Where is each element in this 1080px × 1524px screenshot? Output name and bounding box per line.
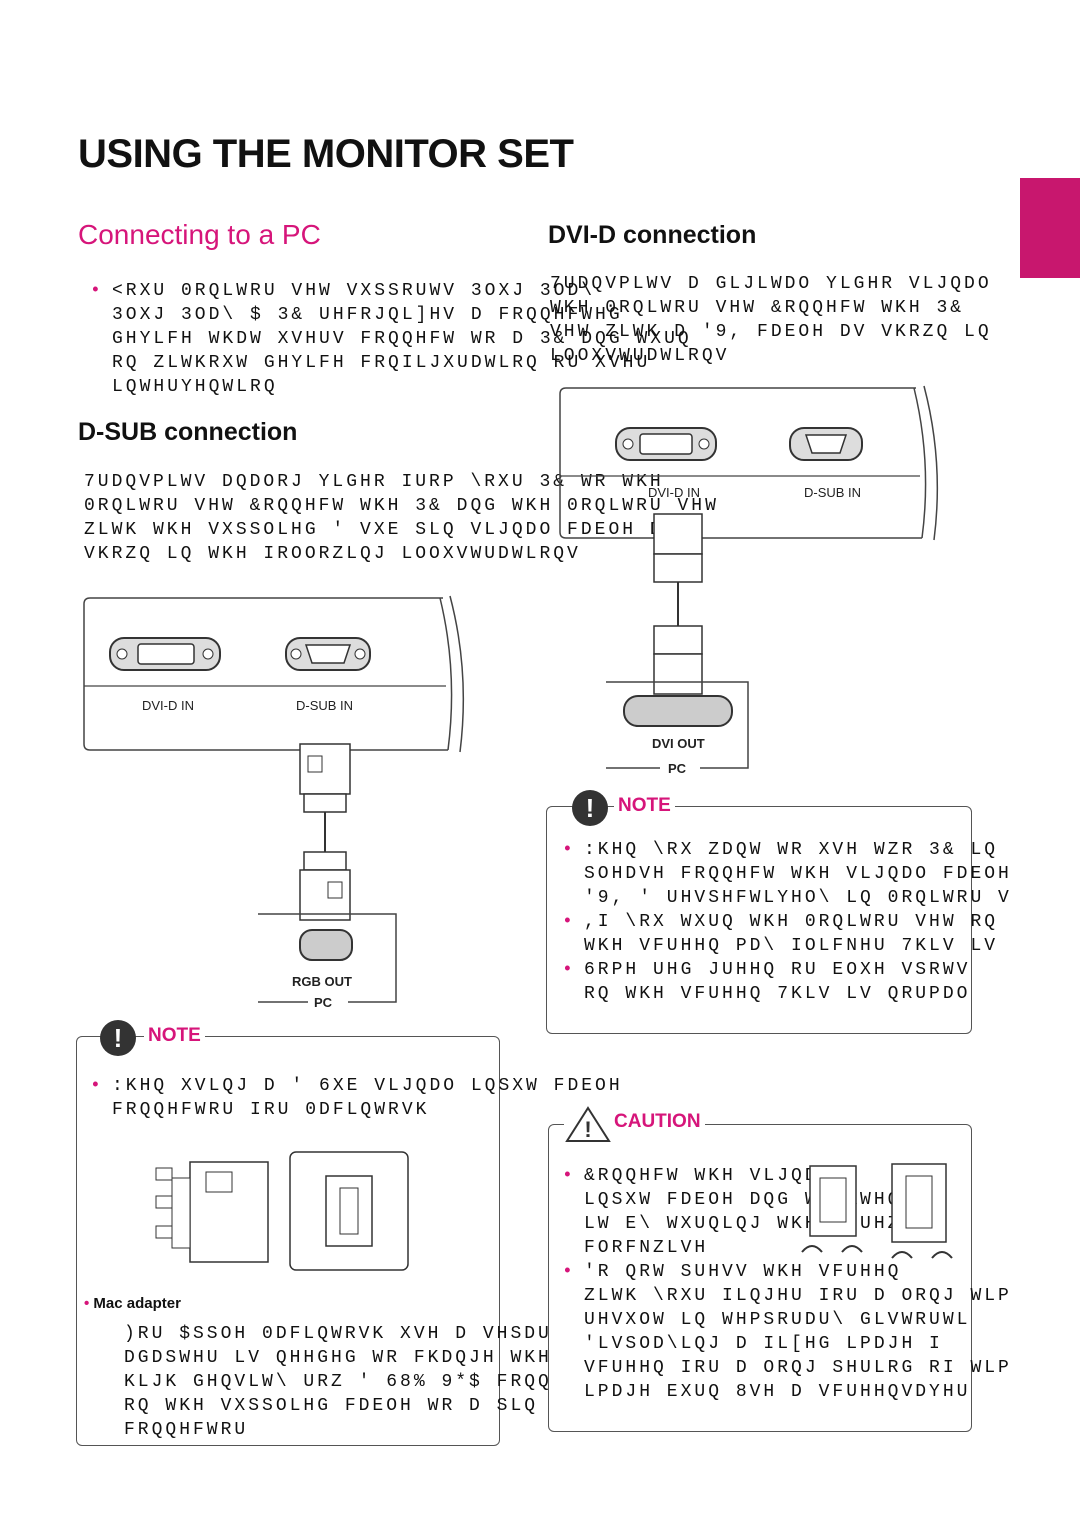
dvid-diagram-dvi-label: DVI-D IN <box>648 485 700 500</box>
caution-1-line-4: FORFNZLVH <box>584 1238 709 1258</box>
intro-line-1: <RXU 0RQLWRU VHW VXSSRUWV 3OXJ 3OD\ <box>90 279 692 303</box>
note-exclamation-icon: ! <box>100 1020 136 1056</box>
dvid-dsub-port <box>789 427 863 461</box>
screw-tighten-illustration <box>801 1163 953 1259</box>
dvid-note-2-line-2: WKH VFUHHQ PD\ IOLFNHU 7KLV LV <box>584 936 999 956</box>
mac-text-line-1: )RU $SSOH 0DFLQWRVK XVH D VHSDUDWH SOXJ <box>124 1324 663 1344</box>
dvid-note-2-line-1: ,I \RX WXUQ WKH 0RQLWRU VHW RQ <box>562 910 1012 934</box>
caution-2-line-5: VFUHHQ IRU D ORQJ SHULRG RI WLP <box>584 1358 1012 1378</box>
dsub-diagram-pc-label: PC <box>314 995 333 1010</box>
dvid-diagram <box>559 385 939 769</box>
dvid-note-3-line-2: RQ WKH VFUHHQ 7KLV LV QRUPDO <box>584 984 971 1004</box>
dvid-text: 7UDQVPLWV D GLJLWDO YLGHR VLJQDO WKH 0RQ… <box>550 272 992 368</box>
caution-2-line-2: ZLWK \RXU ILQJHU IRU D ORQJ WLP <box>584 1286 1012 1306</box>
dsub-text-line-2: 0RQLWRU VHW &RQQHFW WKH 3& DQG WKH 0RQLW… <box>84 496 719 516</box>
mac-adapter-title: • Mac adapter <box>84 1295 181 1312</box>
intro-bullet: <RXU 0RQLWRU VHW VXSSRUWV 3OXJ 3OD\ 3OXJ… <box>90 279 692 399</box>
dvid-text-line-4: LOOXVWUDWLRQV <box>550 346 730 366</box>
caution-2-line-6: LPDJH EXUQ 8VH D VFUHHQVDYHU <box>584 1382 971 1402</box>
dvid-heading: DVI-D connection <box>548 221 757 249</box>
dvid-text-line-3: VHW ZLWK D '9, FDEOH DV VKRZQ LQ <box>550 322 992 342</box>
mac-text-line-5: FRQQHFWRU <box>124 1420 249 1440</box>
dsub-note-line-2: FRQQHFWRU IRU 0DFLQWRVK <box>112 1100 430 1120</box>
mac-adapter-illustration <box>155 1151 409 1271</box>
mac-text-line-3: KLJK GHQVLW\ URZ ' 68% 9*$ FRQQHFWRU <box>124 1372 621 1392</box>
dvid-diagram-dsub-label: D-SUB IN <box>804 485 862 500</box>
caution-2-line-1: 'R QRW SUHVV WKH VFUHHQ <box>562 1260 1012 1284</box>
dsub-diagram-dvi-label: DVI-D IN <box>142 698 194 713</box>
intro-line-5: LQWHUYHQWLRQ <box>112 377 278 397</box>
dsub-port <box>285 637 371 671</box>
dsub-text-line-3: ZLWK WKH VXSSOLHG ' VXE SLQ VLJQDO FDEOH… <box>84 520 678 540</box>
page-title: USING THE MONITOR SET <box>78 132 574 176</box>
dvid-diagram-pc-port: DVI OUT <box>652 736 705 751</box>
dsub-diagram-dsub-label: D-SUB IN <box>296 698 354 713</box>
dsub-text: 7UDQVPLWV DQDORJ YLGHR IURP \RXU 3& WR W… <box>84 470 719 566</box>
dvid-dvi-port <box>615 427 717 461</box>
dsub-note-label: NOTE <box>144 1025 205 1047</box>
dvi-port <box>109 637 221 671</box>
dvid-note-1-line-2: SOHDVH FRQQHFW WKH VLJQDO FDEOH <box>584 864 1012 884</box>
dvid-text-line-2: WKH 0RQLWRU VHW &RQQHFW WKH 3& <box>550 298 965 318</box>
dvid-note-3-line-1: 6RPH UHG JUHHQ RU EOXH VSRWV <box>562 958 1012 982</box>
dvid-note-label: NOTE <box>614 795 675 817</box>
dsub-note-text: :KHQ XVLQJ D ' 6XE VLJQDO LQSXW FDEOH FR… <box>90 1074 623 1122</box>
dsub-diagram-pc-port: RGB OUT <box>292 974 352 989</box>
section-title: Connecting to a PC <box>78 219 321 250</box>
caution-label: CAUTION <box>610 1111 705 1133</box>
dsub-text-line-1: 7UDQVPLWV DQDORJ YLGHR IURP \RXU 3& WR W… <box>84 472 664 492</box>
caution-text: &RQQHFW WKH VLJQDO LQSXW FDEOH DQG WLJKW… <box>562 1164 1012 1404</box>
intro-line-2: 3OXJ 3OD\ $ 3& UHFRJQL]HV D FRQQHFWHG <box>112 305 623 325</box>
dsub-note-line-1: :KHQ XVLQJ D ' 6XE VLJQDO LQSXW FDEOH <box>90 1074 623 1098</box>
mac-text-line-4: RQ WKH VXSSOLHG FDEOH WR D SLQ URZ <box>124 1396 594 1416</box>
intro-line-4: RQ ZLWKRXW GHYLFH FRQILJXUDWLRQ RU XVHU <box>112 353 651 373</box>
note-exclamation-icon-2: ! <box>572 790 608 826</box>
dvid-note-1-line-3: '9, ' UHVSHFWLYHO\ LQ 0RQLWRU V <box>584 888 1012 908</box>
dvid-note-1-line-1: :KHQ \RX ZDQW WR XVH WZR 3& LQ <box>562 838 1012 862</box>
dsub-note-box <box>76 1036 500 1446</box>
svg-text:!: ! <box>584 1117 591 1142</box>
chapter-tab <box>1020 178 1080 278</box>
mac-adapter-text: )RU $SSOH 0DFLQWRVK XVH D VHSDUDWH SOXJ … <box>124 1322 662 1442</box>
mac-adapter-label: Mac adapter <box>93 1295 181 1312</box>
dvid-diagram-pc-label: PC <box>668 761 687 776</box>
caution-triangle-icon: ! <box>564 1104 612 1144</box>
mac-text-line-2: DGDSWHU LV QHHGHG WR FKDQJH WKH SLQ <box>124 1348 608 1368</box>
dvid-text-line-1: 7UDQVPLWV D GLJLWDO YLGHR VLJQDO <box>550 274 992 294</box>
dsub-heading: D-SUB connection <box>78 418 298 446</box>
caution-2-line-4: 'LVSOD\LQJ D IL[HG LPDJH I <box>584 1334 943 1354</box>
dsub-text-line-4: VKRZQ LQ WKH IROORZLQJ LOOXVWUDWLRQV <box>84 544 581 564</box>
intro-line-3: GHYLFH WKDW XVHUV FRQQHFW WR D 3& DQG WX… <box>112 329 692 349</box>
caution-1-line-1: &RQQHFW WKH VLJQDO <box>562 1164 1012 1188</box>
dsub-diagram <box>83 595 465 1003</box>
dvid-note-text: :KHQ \RX ZDQW WR XVH WZR 3& LQ SOHDVH FR… <box>562 838 1012 1006</box>
caution-2-line-3: UHVXOW LQ WHPSRUDU\ GLVWRUWL <box>584 1310 971 1330</box>
